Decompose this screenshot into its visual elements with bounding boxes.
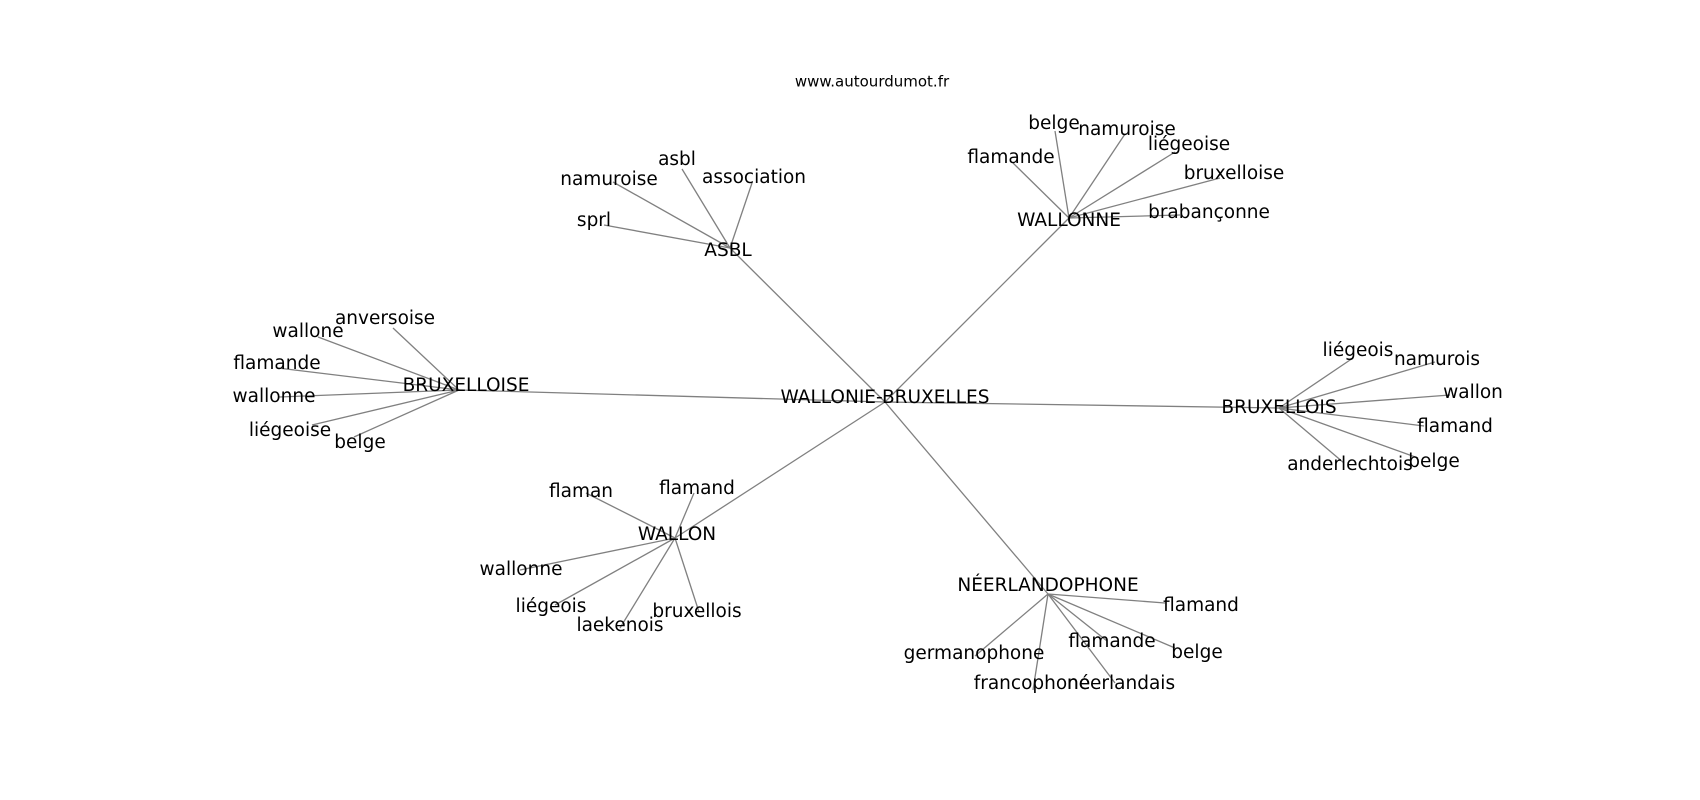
leaf-node-wallonne-2[interactable]: liégeoise bbox=[1147, 133, 1231, 155]
leaf-node-bruxellois-0[interactable]: liégeois bbox=[1322, 339, 1394, 361]
edge-asbl-leaf-3 bbox=[603, 224, 731, 249]
leaf-node-wallon-5[interactable]: bruxellois bbox=[652, 600, 742, 622]
edge-bruxellois-leaf-2 bbox=[1278, 394, 1451, 409]
edge-neerlandophone-leaf-1 bbox=[974, 593, 1049, 657]
edge-bruxellois-leaf-0 bbox=[1278, 357, 1354, 409]
edge-wallon-leaf-5 bbox=[674, 537, 700, 613]
edge-bruxellois-leaf-5 bbox=[1278, 407, 1345, 464]
leaf-node-neerlandophone-4[interactable]: francophone bbox=[973, 672, 1091, 694]
edge-bruxelloise-leaf-0 bbox=[392, 327, 460, 391]
edge-wallonne-leaf-3 bbox=[1012, 162, 1070, 219]
edge-root-neerlandophone bbox=[884, 401, 1049, 595]
edge-asbl-leaf-0 bbox=[681, 168, 731, 249]
edge-root-asbl bbox=[729, 247, 886, 403]
leaf-node-wallonne-0[interactable]: belge bbox=[1028, 112, 1080, 134]
leaf-node-neerlandophone-3[interactable]: belge bbox=[1171, 641, 1223, 663]
cluster-node-bruxellois[interactable]: BRUXELLOIS bbox=[1221, 396, 1337, 418]
edge-wallon-leaf-1 bbox=[674, 492, 695, 539]
leaf-node-wallon-3[interactable]: liégeois bbox=[515, 595, 587, 617]
edge-neerlandophone-leaf-4 bbox=[1032, 593, 1049, 691]
leaf-node-wallon-0[interactable]: flaman bbox=[548, 480, 614, 502]
root-node-label[interactable]: WALLONIE-BRUXELLES bbox=[780, 386, 990, 408]
edge-wallonne-leaf-2 bbox=[1068, 151, 1176, 219]
leaf-node-bruxellois-3[interactable]: flamand bbox=[1417, 415, 1493, 437]
leaf-node-bruxellois-2[interactable]: wallon bbox=[1443, 381, 1503, 403]
leaf-node-bruxelloise-3[interactable]: wallonne bbox=[232, 385, 316, 407]
leaf-node-wallon-2[interactable]: wallonne bbox=[479, 558, 563, 580]
leaf-node-bruxellois-4[interactable]: belge bbox=[1408, 450, 1460, 472]
cluster-node-wallonne[interactable]: WALLONNE bbox=[1017, 209, 1121, 231]
leaf-node-wallonne-1[interactable]: namuroise bbox=[1078, 118, 1176, 140]
watermark: www.autourdumot.fr bbox=[794, 72, 950, 91]
edge-bruxelloise-leaf-5 bbox=[353, 389, 460, 438]
leaf-node-wallon-4[interactable]: laekenois bbox=[576, 614, 664, 636]
leaf-node-wallonne-4[interactable]: bruxelloise bbox=[1183, 162, 1285, 184]
edge-neerlandophone-leaf-3 bbox=[1047, 593, 1176, 649]
leaf-node-neerlandophone-2[interactable]: flamande bbox=[1068, 630, 1156, 652]
cluster-node-wallon[interactable]: WALLON bbox=[637, 523, 717, 545]
edge-root-bruxellois bbox=[884, 401, 1280, 409]
edge-asbl-leaf-2 bbox=[612, 181, 731, 249]
leaf-node-neerlandophone-5[interactable]: néerlandais bbox=[1066, 672, 1176, 694]
edge-root-wallonne bbox=[884, 217, 1070, 403]
leaf-node-asbl-3[interactable]: sprl bbox=[576, 209, 612, 231]
leaf-node-bruxelloise-0[interactable]: anversoise bbox=[334, 307, 436, 329]
leaf-node-neerlandophone-1[interactable]: germanophone bbox=[903, 642, 1045, 664]
edge-wallon-leaf-0 bbox=[585, 492, 676, 539]
edge-wallonne-leaf-1 bbox=[1068, 133, 1126, 219]
edge-bruxelloise-leaf-3 bbox=[278, 389, 460, 398]
edge-wallon-leaf-3 bbox=[554, 537, 676, 606]
cluster-node-bruxelloise[interactable]: BRUXELLOISE bbox=[402, 374, 530, 396]
edge-neerlandophone-leaf-2 bbox=[1047, 593, 1108, 642]
edge-bruxelloise-leaf-4 bbox=[311, 389, 460, 426]
edge-asbl-leaf-1 bbox=[729, 182, 753, 249]
leaf-node-bruxelloise-1[interactable]: wallone bbox=[272, 320, 344, 342]
edge-bruxellois-leaf-3 bbox=[1278, 407, 1425, 427]
edge-wallonne-leaf-0 bbox=[1054, 130, 1070, 219]
leaf-node-bruxellois-1[interactable]: namurois bbox=[1393, 348, 1481, 370]
edge-root-wallon bbox=[674, 401, 886, 539]
edge-neerlandophone-leaf-0 bbox=[1047, 593, 1166, 604]
leaf-node-asbl-2[interactable]: namuroise bbox=[560, 168, 658, 190]
leaf-node-wallon-1[interactable]: flamand bbox=[659, 477, 735, 499]
edge-wallonne-leaf-4 bbox=[1068, 177, 1221, 219]
edge-neerlandophone-leaf-5 bbox=[1047, 593, 1116, 684]
leaf-node-asbl-1[interactable]: association bbox=[701, 166, 807, 188]
edge-bruxelloise-leaf-1 bbox=[317, 336, 460, 391]
leaf-node-wallonne-5[interactable]: brabançonne bbox=[1148, 201, 1270, 223]
leaf-node-bruxelloise-5[interactable]: belge bbox=[334, 431, 386, 453]
leaf-node-bruxellois-5[interactable]: anderlechtois bbox=[1287, 453, 1413, 475]
edge-wallonne-leaf-5 bbox=[1068, 214, 1181, 219]
leaf-node-asbl-0[interactable]: asbl bbox=[658, 148, 696, 170]
leaf-node-bruxelloise-4[interactable]: liégeoise bbox=[248, 419, 332, 441]
leaf-node-wallonne-3[interactable]: flamande bbox=[967, 146, 1055, 168]
edge-root-bruxelloise bbox=[458, 389, 886, 403]
edge-bruxelloise-leaf-2 bbox=[277, 367, 460, 391]
cluster-node-asbl[interactable]: ASBL bbox=[704, 239, 752, 261]
leaf-node-neerlandophone-0[interactable]: flamand bbox=[1163, 594, 1239, 616]
cluster-node-neerlandophone[interactable]: NÉERLANDOPHONE bbox=[957, 574, 1139, 596]
edge-bruxellois-leaf-1 bbox=[1278, 361, 1436, 409]
edge-wallon-leaf-2 bbox=[519, 537, 676, 571]
edge-wallon-leaf-4 bbox=[619, 537, 676, 629]
edge-bruxellois-leaf-4 bbox=[1278, 407, 1419, 459]
leaf-node-bruxelloise-2[interactable]: flamande bbox=[233, 352, 321, 374]
